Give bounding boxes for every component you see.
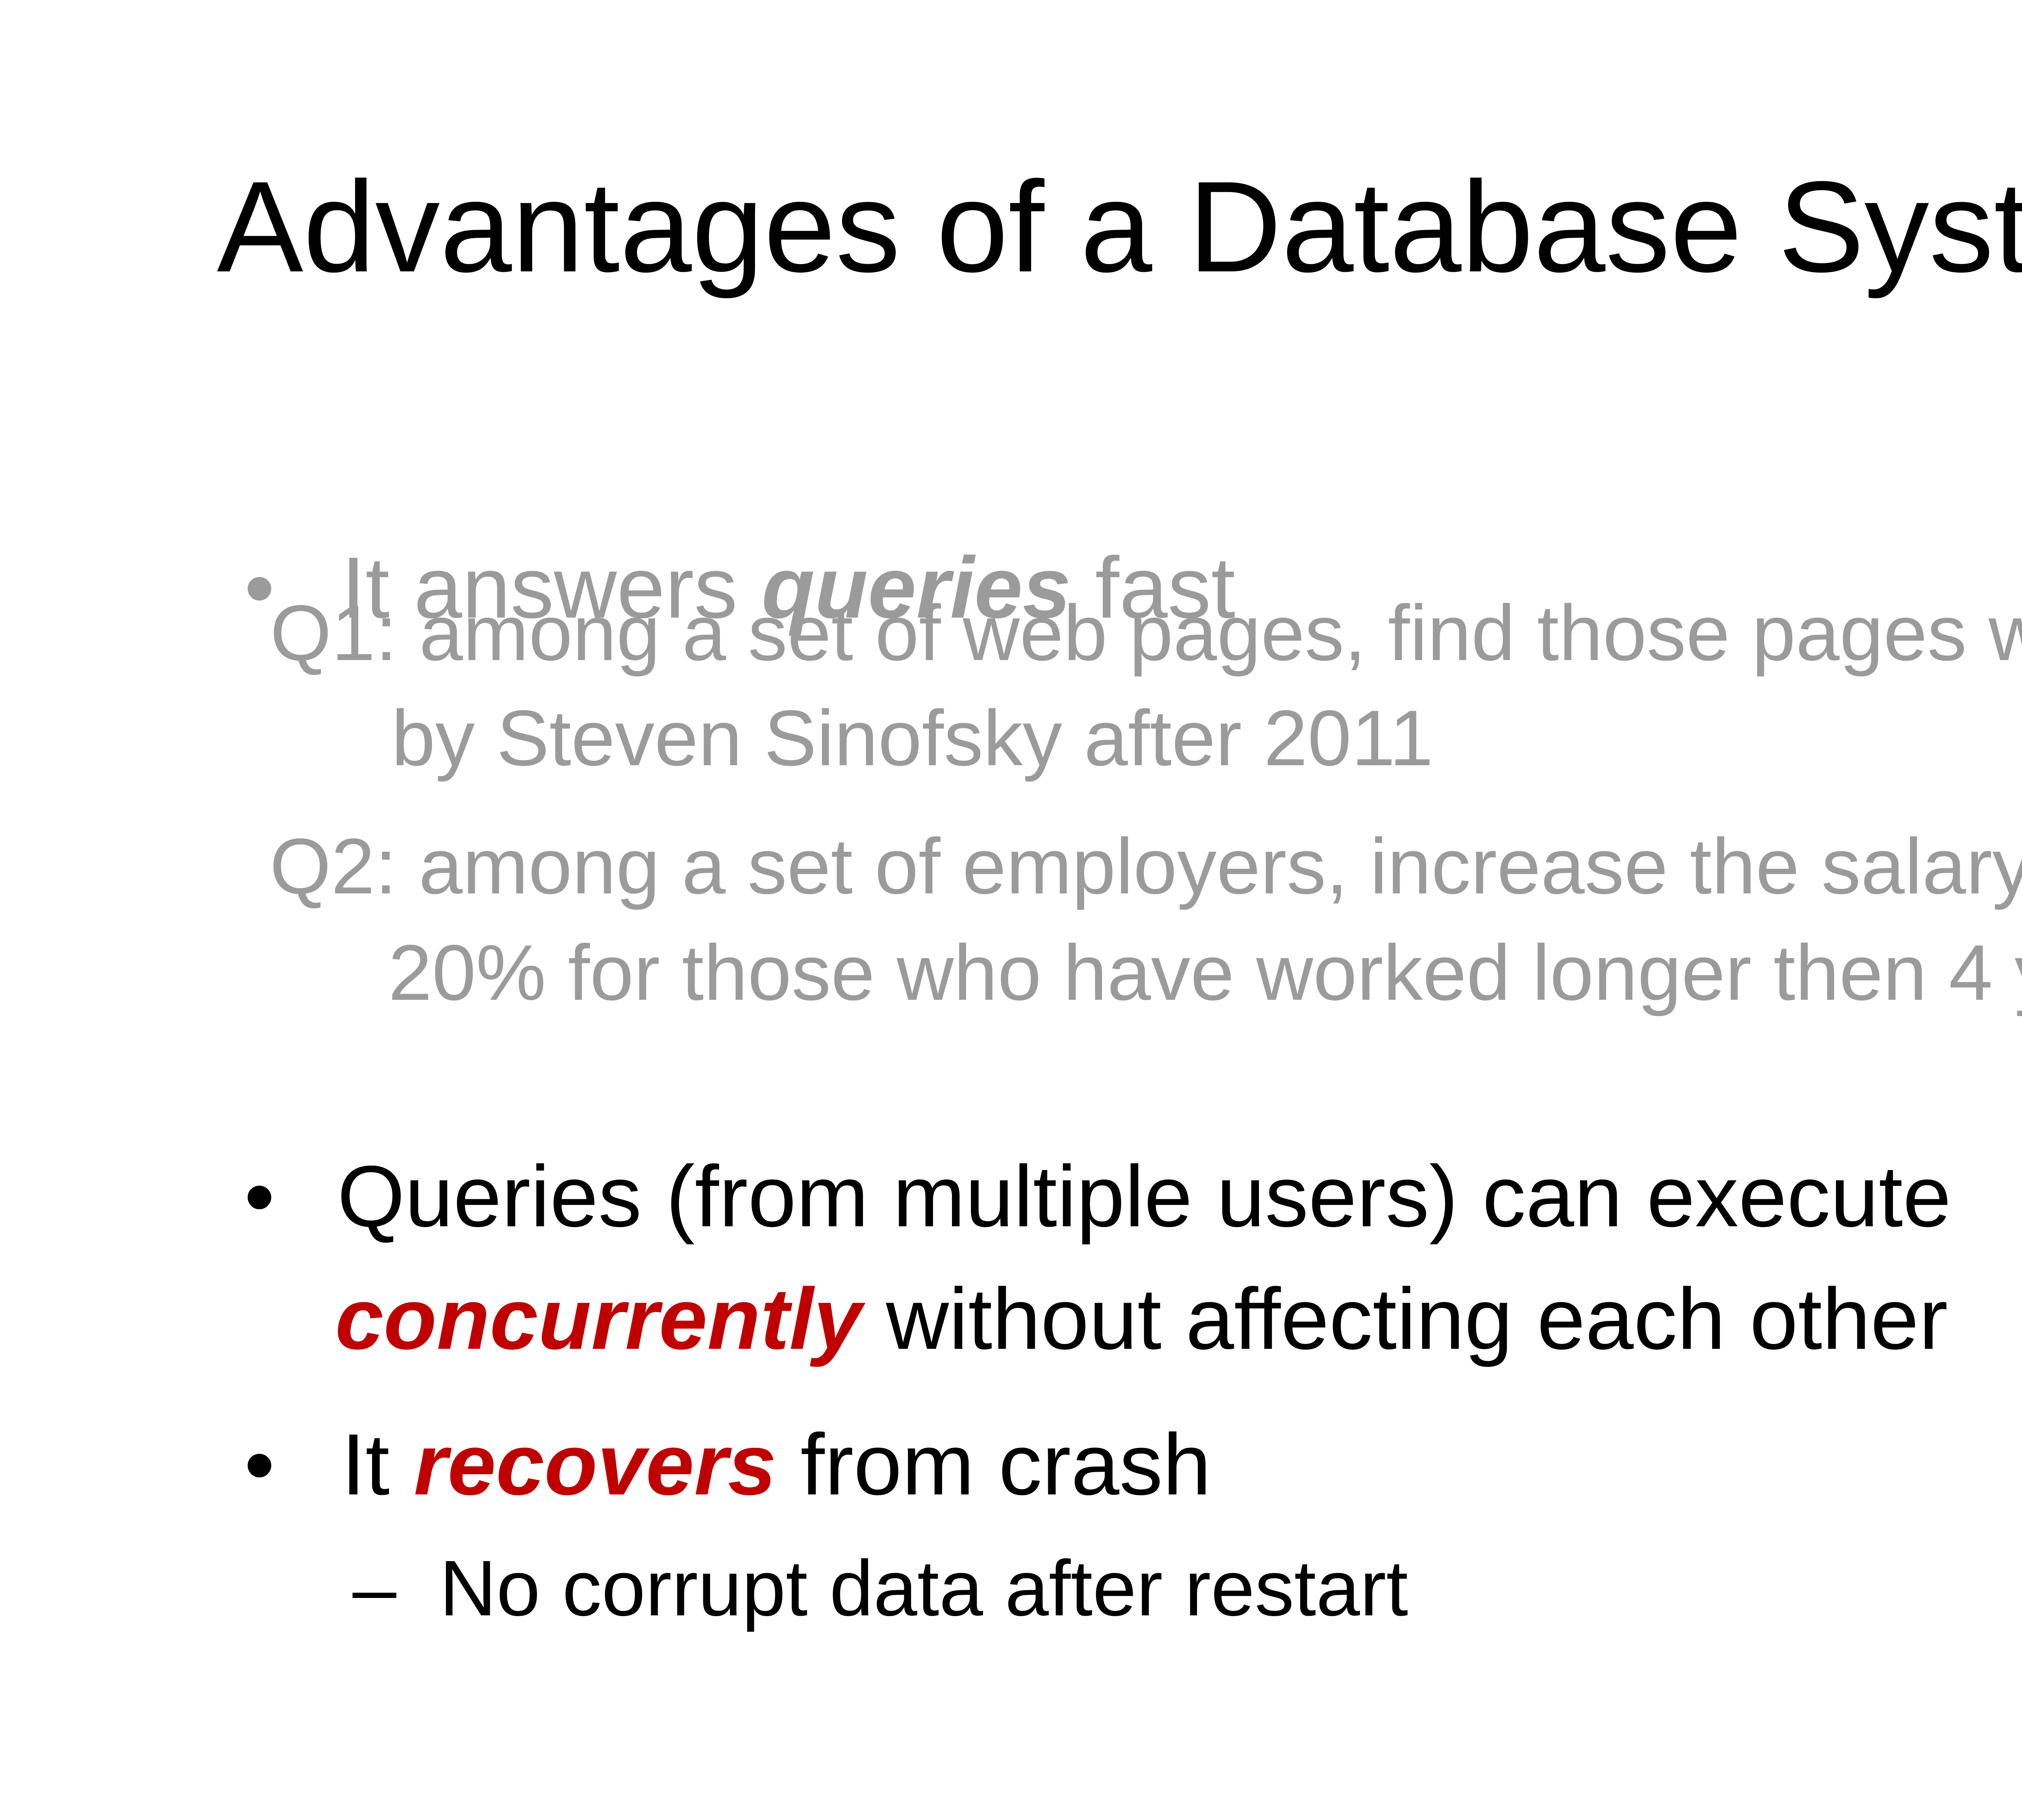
- bullet-recovers: • It recovers from crash: [148, 1334, 1211, 1595]
- bullet-dot-icon: •: [244, 1147, 275, 1245]
- q2-line-2: 20% for those who have worked longer the…: [388, 929, 2022, 1017]
- bullet-concurrent-line-1: • Queries (from multiple users) can execu…: [148, 1066, 1951, 1327]
- q2-line-1: Q2: among a set of employers, increase t…: [270, 822, 2022, 910]
- bullet-text-post: from crash: [776, 1416, 1211, 1513]
- bullet-answers-queries: • It answers queries fast: [148, 457, 1235, 718]
- bullet-text-rest: without affecting each other: [862, 1270, 1948, 1367]
- sub-bullet-text: No corrupt data after restart: [439, 1544, 1408, 1632]
- bullet-concurrent-line-2: concurrently without affecting each othe…: [239, 1188, 1948, 1449]
- q1-line-1: Q1: among a set of web pages, find those…: [270, 589, 2022, 677]
- bullet-dot-icon: •: [244, 1416, 275, 1513]
- bullet-dot-icon: •: [244, 539, 275, 636]
- q1-line-2: by Steven Sinofsky after 2011: [391, 694, 1434, 782]
- bullet-text-post: fast: [1071, 539, 1235, 636]
- emphasis-queries: queries: [761, 539, 1071, 636]
- dash-icon: –: [352, 1544, 397, 1632]
- bullet-text-pre: It answers: [341, 539, 762, 636]
- bullet-text-pre: It: [341, 1416, 414, 1513]
- emphasis-recovers: recovers: [414, 1416, 776, 1513]
- page-title: Advantages of a Database System: [217, 154, 2022, 299]
- bullet-text: Queries (from multiple users) can execut…: [337, 1147, 1951, 1245]
- sub-bullet-no-corrupt-data: –No corrupt data after restart: [265, 1470, 1408, 1707]
- emphasis-concurrently: concurrently: [335, 1270, 862, 1367]
